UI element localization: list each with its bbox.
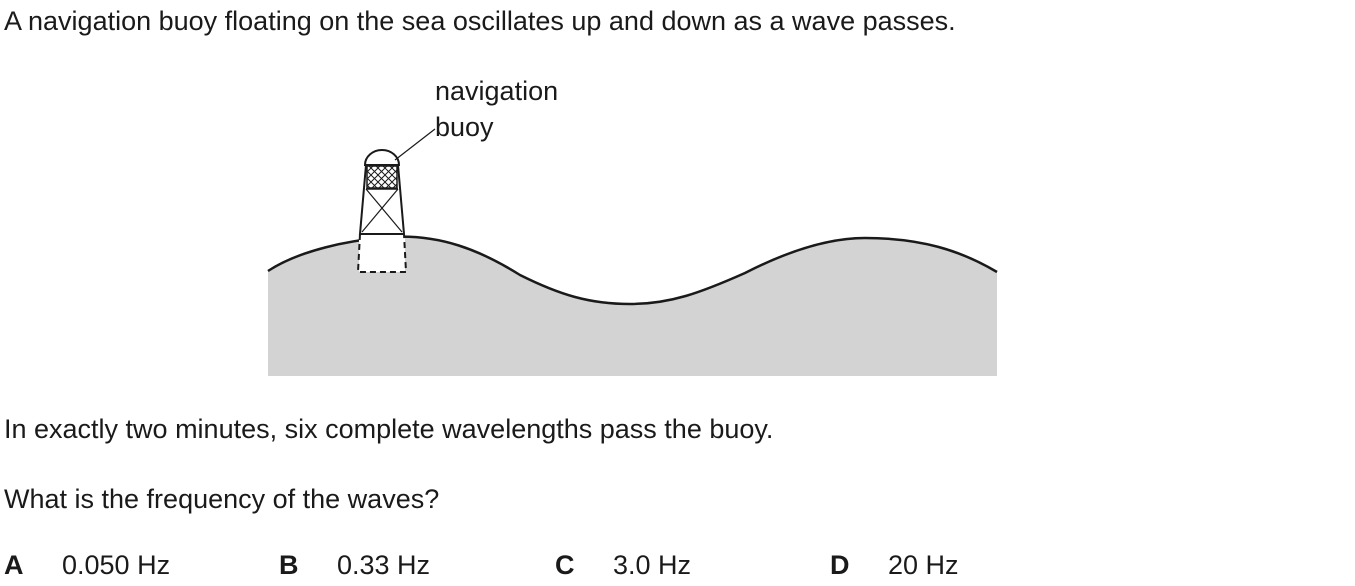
buoy-brace-line [365, 188, 403, 233]
option-letter: A [4, 550, 24, 580]
label-leader-line [394, 128, 436, 161]
intro-text: A navigation buoy floating on the sea os… [4, 6, 956, 36]
statement-text: In exactly two minutes, six complete wav… [4, 414, 774, 444]
option-value: 0.050 Hz [62, 550, 171, 580]
buoy-brace-line [361, 188, 399, 233]
option-c[interactable]: C 3.0 Hz [555, 548, 691, 582]
sea-fill [268, 236, 997, 376]
option-a[interactable]: A 0.050 Hz [4, 548, 170, 582]
buoy-submerged-part [359, 234, 405, 272]
buoy-label-line1: navigation [435, 76, 558, 106]
buoy-label-line2: buoy [435, 112, 494, 142]
option-value: 20 Hz [888, 550, 959, 580]
buoy-crosshatch-section [366, 165, 398, 189]
option-letter: C [555, 550, 575, 580]
buoy-dome [363, 149, 401, 166]
option-value: 0.33 Hz [337, 550, 431, 580]
buoy-submerged-outline [356, 233, 408, 273]
question-text: What is the frequency of the waves? [4, 484, 440, 514]
option-value: 3.0 Hz [613, 550, 692, 580]
option-b[interactable]: B 0.33 Hz [279, 548, 430, 582]
option-d[interactable]: D 20 Hz [830, 548, 959, 582]
option-letter: D [830, 550, 850, 580]
buoy [356, 149, 408, 273]
option-letter: B [279, 550, 299, 580]
